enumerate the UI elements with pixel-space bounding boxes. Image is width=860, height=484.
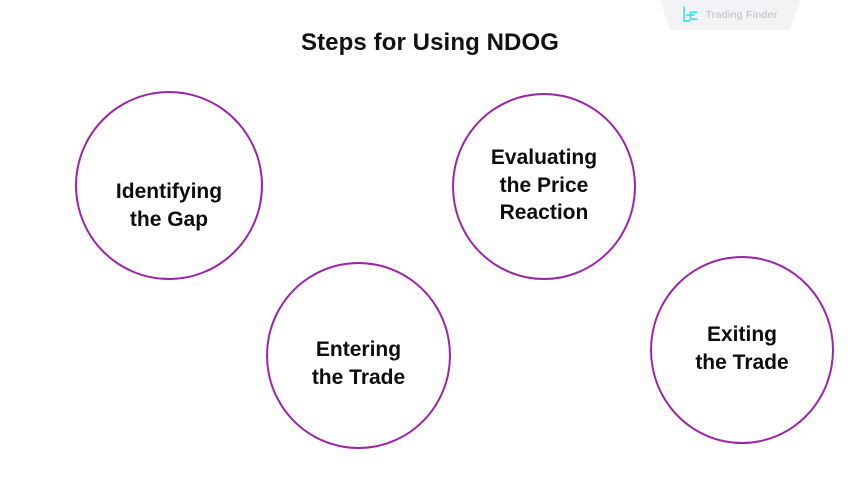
- step-circle-identifying-the-gap: Identifying the Gap: [75, 91, 263, 280]
- page-title: Steps for Using NDOG: [300, 29, 560, 56]
- brand-badge: Trading Finder: [660, 0, 800, 30]
- step-label: Entering the Trade: [311, 337, 406, 389]
- trading-finder-logo-icon: [683, 5, 698, 22]
- brand-name: Trading Finder: [705, 9, 778, 21]
- step-label: Evaluating the Price Reaction: [490, 145, 598, 225]
- step-label: Exiting the Trade: [695, 323, 789, 374]
- step-circle-exiting-the-trade: Exiting the Trade: [650, 256, 834, 444]
- step-circle-evaluating-the-price-reaction: Evaluating the Price Reaction: [452, 93, 636, 280]
- step-circle-entering-the-trade: Entering the Trade: [266, 262, 451, 449]
- step-label: Identifying the Gap: [115, 179, 223, 231]
